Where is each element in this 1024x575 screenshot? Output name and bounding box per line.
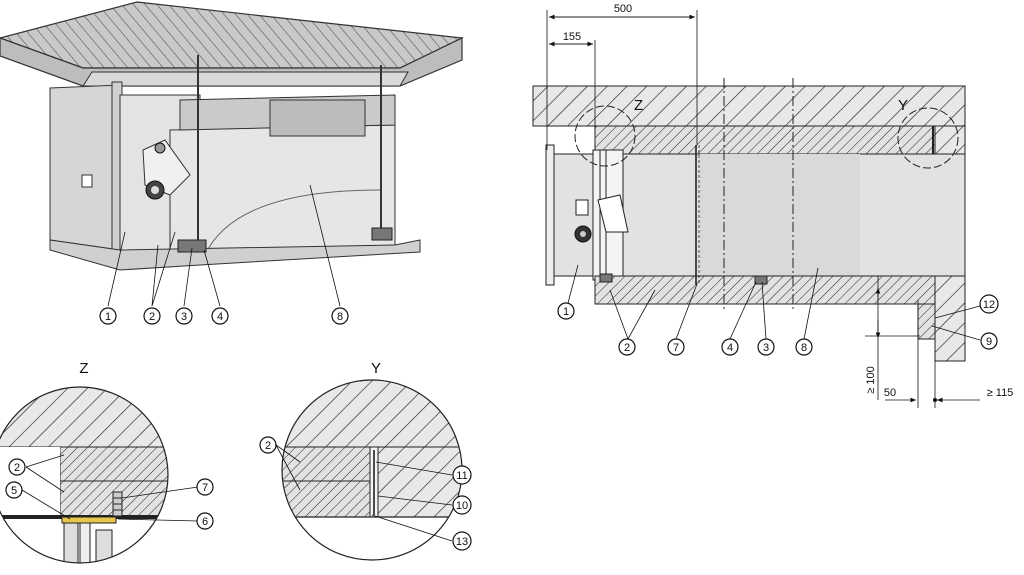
fusible-link-icon xyxy=(154,142,166,154)
section-callout-1: 1 xyxy=(557,302,575,320)
detail-z-callout-7: 7 xyxy=(196,478,214,496)
svg-text:13: 13 xyxy=(456,536,468,548)
detail-z-callout-2: 2 xyxy=(8,458,26,476)
section-callout-9: 9 xyxy=(980,332,998,350)
section-indicator xyxy=(575,199,589,216)
svg-text:1: 1 xyxy=(563,306,569,318)
detail-y-callout-11: 11 xyxy=(452,465,472,485)
section-wall xyxy=(934,125,966,157)
section-mark-y: Y xyxy=(898,97,908,114)
svg-text:6: 6 xyxy=(202,516,208,528)
section-mark-z: Z xyxy=(634,97,643,114)
section-wall-slot xyxy=(917,303,936,340)
section-callout-4: 4 xyxy=(721,338,739,356)
svg-text:10: 10 xyxy=(456,500,468,512)
section-release-mechanism xyxy=(597,194,629,233)
section-callout-12: 12 xyxy=(979,294,999,314)
detail-marker-y xyxy=(897,107,959,169)
svg-text:3: 3 xyxy=(763,342,769,354)
section-bracket xyxy=(754,275,768,285)
duct-bottom xyxy=(49,239,421,271)
svg-text:8: 8 xyxy=(801,342,807,354)
indicator-label xyxy=(81,174,93,188)
detail-y-callout-10: 10 xyxy=(452,495,472,515)
detail-z-title: Z xyxy=(79,360,88,377)
svg-text:3: 3 xyxy=(181,311,187,323)
overview-callout-3: 3 xyxy=(175,307,193,325)
dim-50: 50 xyxy=(884,387,896,399)
dim-min-115: ≥ 115 xyxy=(987,387,1014,399)
overview-callout-2: 2 xyxy=(143,307,161,325)
svg-text:4: 4 xyxy=(217,311,223,323)
svg-text:4: 4 xyxy=(727,342,733,354)
detail-y: Y 2 11 10 xyxy=(259,360,472,561)
section-callout-8: 8 xyxy=(795,338,813,356)
detail-y-title: Y xyxy=(371,360,381,377)
svg-text:7: 7 xyxy=(673,342,679,354)
svg-text:5: 5 xyxy=(11,485,17,497)
svg-text:11: 11 xyxy=(456,470,467,482)
svg-text:8: 8 xyxy=(337,311,343,323)
section-ceiling xyxy=(532,85,966,127)
damper-top-frame xyxy=(82,71,409,87)
section-callout-2: 2 xyxy=(618,338,636,356)
detail-z: Z 2 5 xyxy=(0,360,214,564)
svg-text:9: 9 xyxy=(986,336,992,348)
detail-y-callout-2: 2 xyxy=(259,436,277,454)
detail-marker-z xyxy=(574,105,636,167)
ceiling-slab-top xyxy=(0,1,465,69)
section-view: Z Y 500 155 ≥ 100 50 ≥ 115 xyxy=(532,3,1014,408)
svg-text:7: 7 xyxy=(202,482,208,494)
dim-155: 155 xyxy=(563,31,581,43)
inspection-opening xyxy=(269,99,366,137)
detail-z-callout-5: 5 xyxy=(5,481,23,499)
svg-text:2: 2 xyxy=(14,462,20,474)
dim-min-100: ≥ 100 xyxy=(865,366,877,393)
section-upper-lining xyxy=(594,125,936,155)
section-callout-3: 3 xyxy=(757,338,775,356)
section-callout-7: 7 xyxy=(667,338,685,356)
dim-500: 500 xyxy=(614,3,632,15)
svg-text:2: 2 xyxy=(624,342,630,354)
section-flange xyxy=(545,144,555,286)
svg-text:12: 12 xyxy=(983,299,995,311)
overview-callout-8: 8 xyxy=(331,307,349,325)
blade-curve xyxy=(204,189,381,256)
overview-3d-view: 1 2 3 4 8 xyxy=(0,1,465,325)
overview-callout-1: 1 xyxy=(99,307,117,325)
fixing-bracket-right xyxy=(371,227,393,241)
fixing-bracket-left xyxy=(177,239,207,253)
detail-y-callout-13: 13 xyxy=(452,531,472,551)
svg-text:2: 2 xyxy=(265,440,271,452)
svg-text:1: 1 xyxy=(105,311,111,323)
section-wall-lower xyxy=(934,275,966,362)
svg-text:2: 2 xyxy=(149,311,155,323)
overview-callout-4: 4 xyxy=(211,307,229,325)
duct-left-side xyxy=(49,84,121,251)
detail-z-callout-6: 6 xyxy=(196,512,214,530)
